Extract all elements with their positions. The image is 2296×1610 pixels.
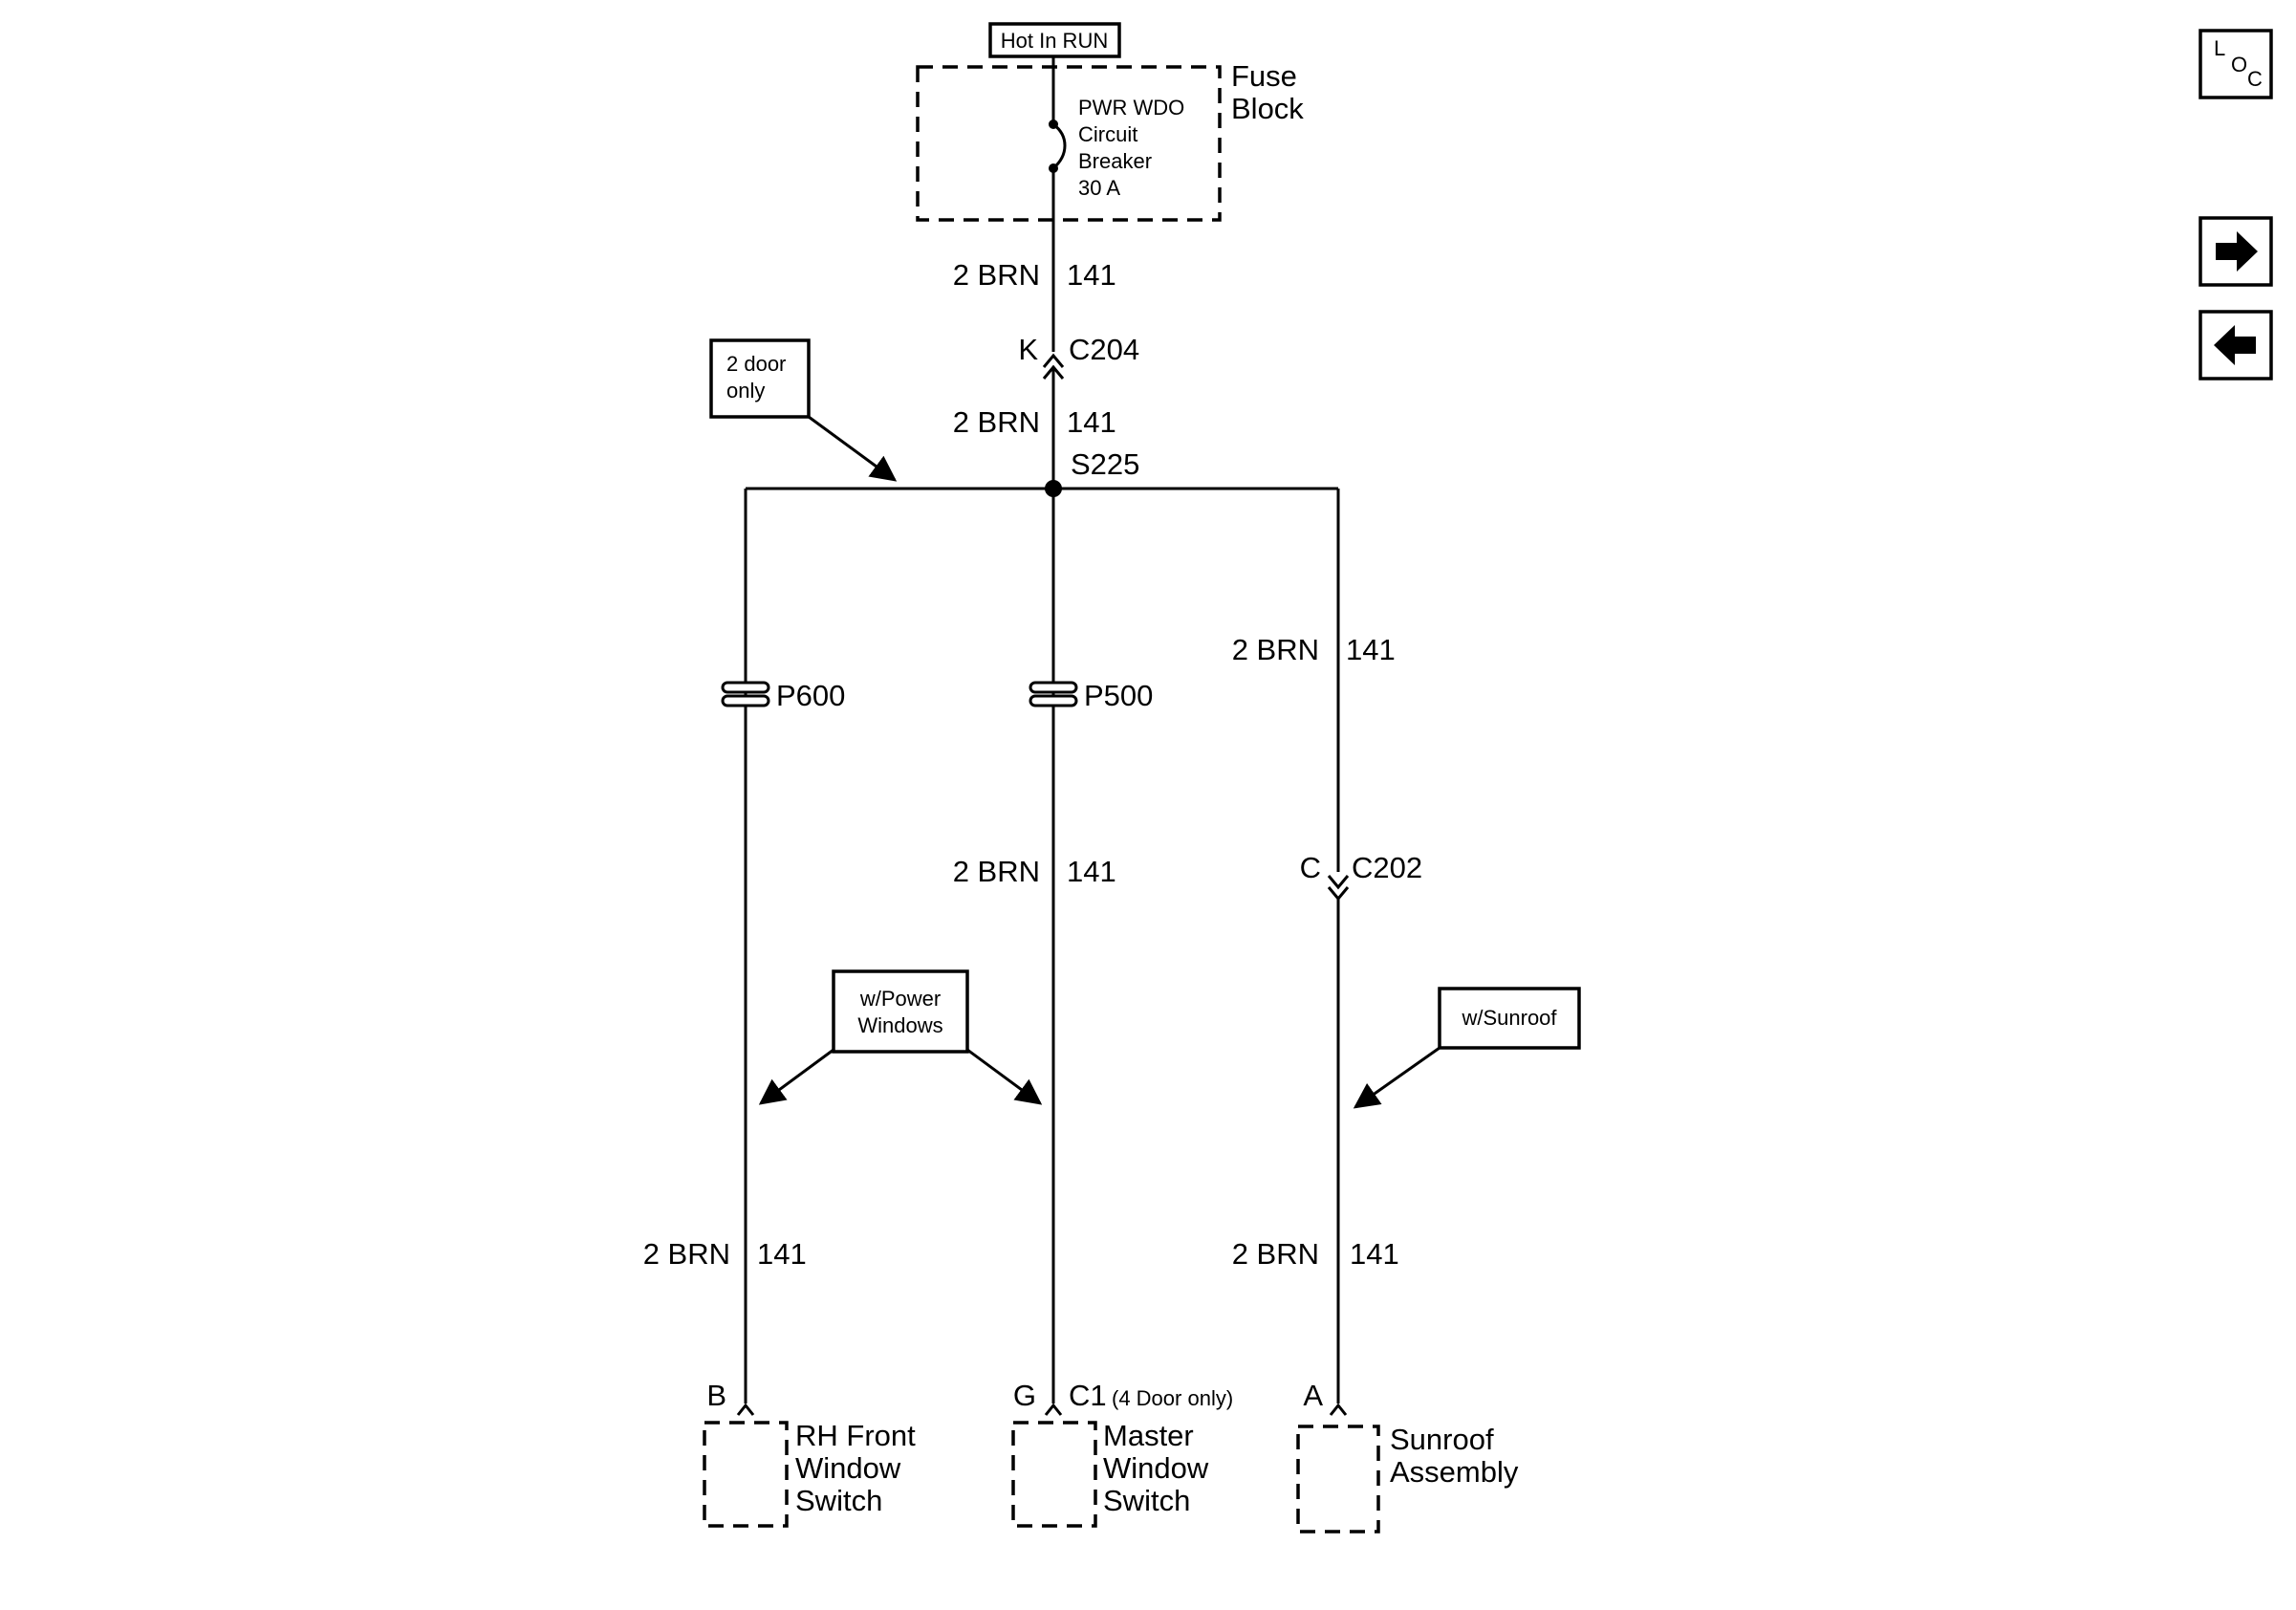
sunroof-assembly-outline xyxy=(1296,1425,1380,1534)
svg-text:2 door: 2 door xyxy=(726,352,786,376)
sunroof-note: w/Sunroof xyxy=(1438,987,1581,1050)
p500-label: P500 xyxy=(1084,679,1153,712)
rh-pin-terminal xyxy=(736,1403,755,1416)
rh-front-window-switch-label: RH Front xyxy=(795,1419,916,1452)
wire-label-circuit: 141 xyxy=(757,1237,807,1271)
circuit-breaker-symbol xyxy=(1049,56,1067,173)
c204-label: C204 xyxy=(1069,333,1139,366)
hot-in-run-label: Hot In RUN xyxy=(988,22,1121,58)
p600-connector-symbol xyxy=(721,681,770,707)
arrow-left-icon xyxy=(2214,325,2256,365)
back-button[interactable] xyxy=(2199,310,2273,381)
master-window-switch-label-2: Window xyxy=(1103,1451,1209,1485)
master-window-switch-label-3: Switch xyxy=(1103,1484,1190,1517)
master-pin-terminal xyxy=(1044,1403,1063,1416)
wire-label-gauge: 2 BRN xyxy=(1232,633,1319,666)
wire-label-gauge: 2 BRN xyxy=(953,258,1040,292)
breaker-label: PWR WDO xyxy=(1078,96,1184,120)
sunroof-pointer-arrow xyxy=(1353,1046,1440,1109)
fuse-block-label: Fuse xyxy=(1231,59,1297,93)
wire-label-circuit: 141 xyxy=(1067,258,1116,292)
c202-label: C202 xyxy=(1352,851,1422,884)
loc-letter-c: C xyxy=(2247,67,2263,91)
p600-label: P600 xyxy=(776,679,845,712)
c202-connector-symbol xyxy=(1327,875,1350,902)
svg-text:Hot In RUN: Hot In RUN xyxy=(1001,29,1108,53)
two-door-pointer-arrow xyxy=(808,415,898,482)
two-door-only-note: 2 door only xyxy=(709,338,811,419)
loc-letter-l: L xyxy=(2214,36,2225,60)
rh-front-window-switch-label-2: Window xyxy=(795,1451,901,1485)
c202-pin-label: C xyxy=(1300,851,1321,884)
rh-pin-label: B xyxy=(706,1379,726,1412)
wire-label-circuit: 141 xyxy=(1067,855,1116,888)
wire-label-circuit: 141 xyxy=(1350,1237,1399,1271)
wire-label-gauge: 2 BRN xyxy=(953,855,1040,888)
master-connector-note: (4 Door only) xyxy=(1112,1386,1233,1410)
sunroof-pin-terminal xyxy=(1329,1403,1348,1416)
sunroof-pin-label: A xyxy=(1303,1379,1323,1412)
svg-text:Windows: Windows xyxy=(857,1013,942,1037)
master-window-switch-label: Master xyxy=(1103,1419,1194,1452)
breaker-label-4: 30 A xyxy=(1078,176,1120,200)
sunroof-assembly-label-2: Assembly xyxy=(1390,1455,1519,1489)
wire-label-gauge: 2 BRN xyxy=(643,1237,730,1271)
wire-label-circuit: 141 xyxy=(1067,405,1116,439)
svg-text:w/Sunroof: w/Sunroof xyxy=(1461,1006,1557,1030)
p500-connector-symbol xyxy=(1029,681,1078,707)
wire-label-circuit: 141 xyxy=(1346,633,1396,666)
wire-label-gauge: 2 BRN xyxy=(1232,1237,1319,1271)
fuse-block-label-2: Block xyxy=(1231,92,1304,125)
power-windows-arrow-right xyxy=(966,1048,1043,1105)
arrow-right-icon xyxy=(2216,231,2258,272)
breaker-label-3: Breaker xyxy=(1078,149,1152,173)
master-pin-label: G xyxy=(1013,1379,1036,1412)
sunroof-assembly-label: Sunroof xyxy=(1390,1423,1494,1456)
wire-label-gauge: 2 BRN xyxy=(953,405,1040,439)
loc-button[interactable]: L O C xyxy=(2199,29,2273,99)
forward-button[interactable] xyxy=(2199,216,2273,287)
loc-letter-o: O xyxy=(2231,53,2247,76)
power-windows-arrow-left xyxy=(758,1048,834,1105)
svg-text:only: only xyxy=(726,379,765,402)
breaker-label-2: Circuit xyxy=(1078,122,1137,146)
rh-front-window-switch-outline xyxy=(703,1421,789,1528)
splice-s225-label: S225 xyxy=(1071,447,1139,481)
power-windows-note: w/Power Windows xyxy=(832,969,969,1054)
c204-pin-label: K xyxy=(1018,333,1038,366)
master-connector-label: C1 xyxy=(1069,1379,1107,1412)
svg-text:w/Power: w/Power xyxy=(859,987,941,1011)
rh-front-window-switch-label-3: Switch xyxy=(795,1484,882,1517)
fuse-block-outline xyxy=(916,65,1222,222)
master-window-switch-outline xyxy=(1011,1421,1097,1528)
